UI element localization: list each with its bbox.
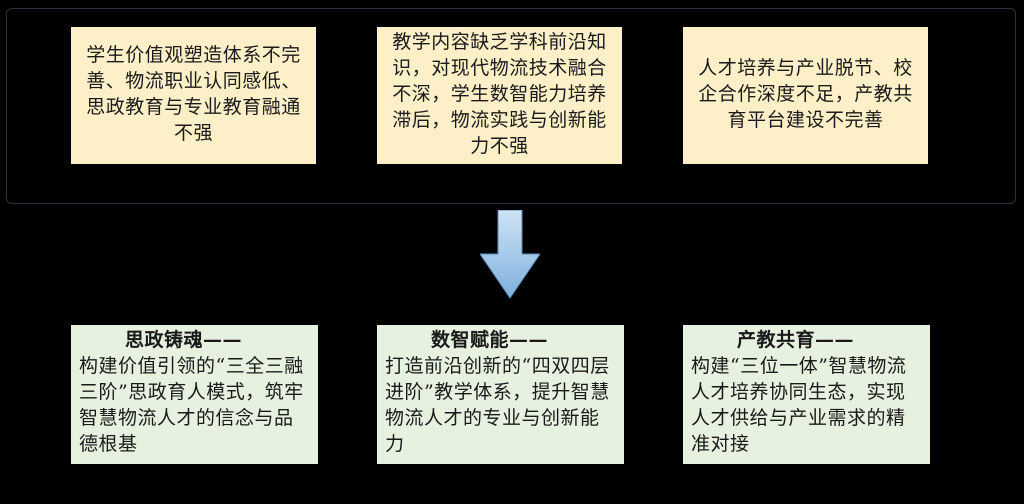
problem-text-industry: 人才培养与产业脱节、校企合作深度不足，产教共育平台建设不完善	[698, 56, 913, 131]
solution-head-industry: 产教共育——	[737, 329, 855, 351]
solution-body-industry: 构建“三位一体”智慧物流人才培养协同生态，实现人才供给与产业需求的精准对接	[691, 355, 907, 455]
solution-box-industry: 产教共育—— 构建“三位一体”智慧物流人才培养协同生态，实现人才供给与产业需求的…	[683, 325, 930, 464]
problem-box-teaching: 教学内容缺乏学科前沿知识，对现代物流技术融合不深，学生数智能力培养滞后，物流实践…	[377, 27, 622, 164]
arrow-shape	[480, 210, 540, 299]
problem-box-values: 学生价值观塑造体系不完善、物流职业认同感低、思政教育与专业教育融通不强	[71, 27, 316, 164]
solution-body-ideology: 构建价值引领的“三全三融三阶”思政育人模式，筑牢智慧物流人才的信念与品德根基	[79, 355, 304, 455]
problem-text-values: 学生价值观塑造体系不完善、物流职业认同感低、思政教育与专业教育融通不强	[86, 43, 301, 144]
solution-box-digital: 数智赋能—— 打造前沿创新的“四双四层进阶”教学体系，提升智慧物流人才的专业与创…	[377, 325, 624, 464]
solution-body-digital: 打造前沿创新的“四双四层进阶”教学体系，提升智慧物流人才的专业与创新能力	[385, 355, 610, 455]
down-arrow-icon	[480, 210, 540, 299]
problem-box-industry: 人才培养与产业脱节、校企合作深度不足，产教共育平台建设不完善	[683, 27, 928, 164]
problem-text-teaching: 教学内容缺乏学科前沿知识，对现代物流技术融合不深，学生数智能力培养滞后，物流实践…	[392, 30, 607, 157]
solution-head-ideology: 思政铸魂——	[125, 329, 243, 351]
problems-frame	[6, 8, 1016, 204]
solution-box-ideology: 思政铸魂—— 构建价值引领的“三全三融三阶”思政育人模式，筑牢智慧物流人才的信念…	[71, 325, 318, 464]
solution-head-digital: 数智赋能——	[431, 329, 549, 351]
